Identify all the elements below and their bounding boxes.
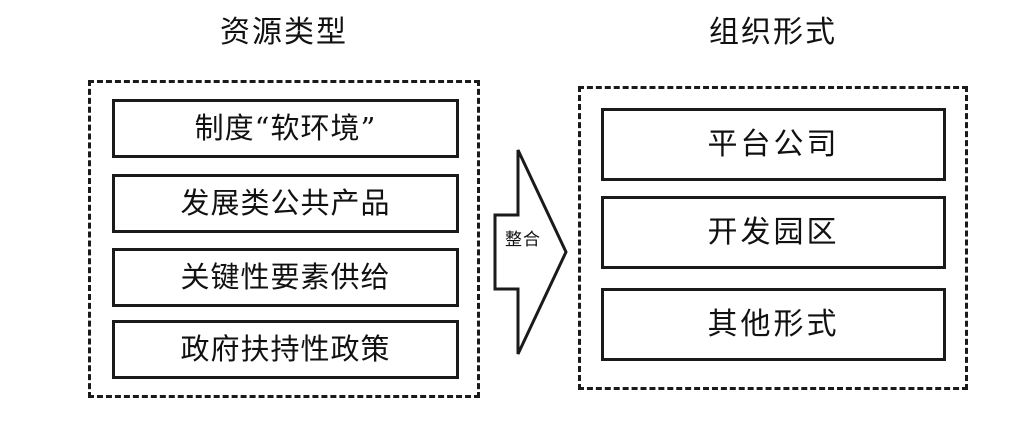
right-block-arrow-icon [486, 146, 574, 358]
resource-item-label: 关键性要素供给 [180, 260, 391, 294]
organization-item-development-zone[interactable]: 开发园区 [601, 196, 946, 269]
integration-connector: 整合 [486, 146, 574, 358]
resource-item-government-support-policy[interactable]: 政府扶持性政策 [112, 320, 459, 379]
connector-label: 整合 [505, 230, 541, 250]
organization-item-label: 其他形式 [707, 306, 840, 342]
right-column-title: 组织形式 [709, 15, 837, 50]
left-column-title: 资源类型 [220, 15, 348, 50]
resource-item-label: 制度“软环境” [194, 111, 377, 145]
organizational-forms-group [578, 86, 968, 390]
resource-item-key-factor-supply[interactable]: 关键性要素供给 [112, 248, 459, 307]
organization-item-label: 开发园区 [707, 214, 840, 250]
resource-item-institution-soft-environment[interactable]: 制度“软环境” [112, 99, 459, 158]
organization-item-label: 平台公司 [707, 126, 840, 162]
resource-item-label: 发展类公共产品 [180, 186, 391, 220]
resource-item-label: 政府扶持性政策 [180, 332, 391, 366]
resource-types-group [88, 80, 480, 398]
organization-item-platform-company[interactable]: 平台公司 [601, 108, 946, 181]
resource-item-development-public-goods[interactable]: 发展类公共产品 [112, 174, 459, 233]
organization-item-other-forms[interactable]: 其他形式 [601, 288, 946, 361]
